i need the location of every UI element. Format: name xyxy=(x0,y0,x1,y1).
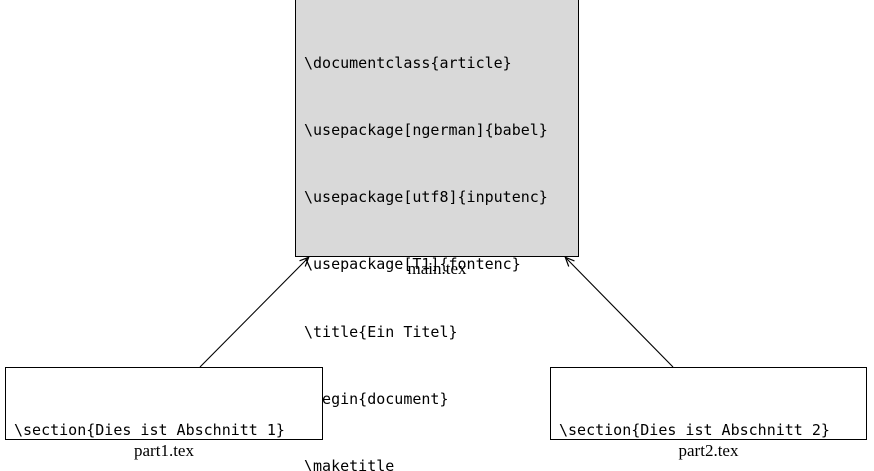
code-line: \usepackage[utf8]{inputenc} xyxy=(304,188,548,207)
part1-tex-code-box: \section{Dies ist Abschnitt 1} Hier ein … xyxy=(5,367,323,440)
code-line: \usepackage[ngerman]{babel} xyxy=(304,121,548,140)
code-line: \documentclass{article} xyxy=(304,53,512,72)
code-line: \title{Ein Titel} xyxy=(304,322,458,341)
part2-tex-code-box: \section{Dies ist Abschnitt 2} Hier ein … xyxy=(550,367,867,440)
part2-tex-caption: part2.tex xyxy=(678,441,739,460)
code-line: \begin{document} xyxy=(304,389,449,408)
code-line: \maketitle xyxy=(304,457,395,471)
code-line: \usepackage[T1]{fontenc} xyxy=(304,255,521,274)
part1-tex-caption: part1.tex xyxy=(134,441,194,460)
main-tex-code-box: \documentclass{article} \usepackage[nger… xyxy=(295,0,579,471)
code-line: \section{Dies ist Abschnitt 2} xyxy=(559,420,830,439)
main-tex-caption: main.tex xyxy=(407,259,467,278)
arrow-part2-to-main xyxy=(564,256,674,368)
code-line: \section{Dies ist Abschnitt 1} xyxy=(14,420,285,439)
arrow-part1-to-main xyxy=(199,256,310,368)
